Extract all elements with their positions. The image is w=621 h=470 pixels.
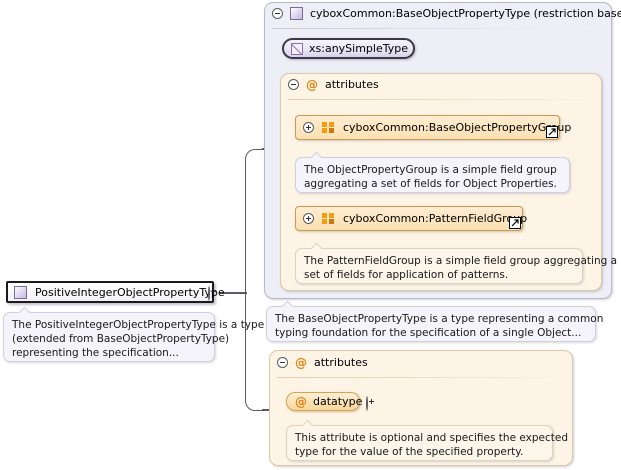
- doc-line: The ObjectPropertyGroup is a simple fiel…: [304, 164, 557, 176]
- connector-stub-bottom: [262, 409, 272, 411]
- attribute-group-label: cyboxCommon:BaseObjectPropertyGroup: [343, 121, 572, 134]
- at-icon: @: [295, 394, 307, 409]
- connector-bracket: [245, 149, 267, 411]
- jump-to-definition-icon[interactable]: [546, 126, 558, 138]
- expand-icon-datatype[interactable]: [366, 396, 368, 411]
- expand-icon-pattern-field-group[interactable]: [303, 213, 314, 224]
- root-element-documentation: The PositiveIntegerObjectPropertyType is…: [3, 312, 265, 362]
- base-type-header-separator: [272, 28, 602, 29]
- attribute-capsule-datatype[interactable]: @ datatype: [286, 392, 363, 411]
- doc-line: set of fields for application of pattern…: [304, 269, 509, 281]
- doc-line: aggregating a set of fields for Object P…: [304, 178, 557, 190]
- attribute-group-icon: [322, 213, 335, 224]
- local-attributes-separator: [277, 377, 565, 378]
- complex-type-icon: [14, 285, 27, 299]
- root-element-label: PositiveIntegerObjectPropertyType: [35, 285, 225, 299]
- collapse-icon-local-attributes[interactable]: [277, 357, 288, 368]
- bubble-tail: [310, 243, 323, 249]
- doc-line: representing the specification...: [12, 347, 179, 359]
- bubble-tail: [18, 307, 31, 313]
- attribute-group-box-base-object-property-group[interactable]: cyboxCommon:BaseObjectPropertyGroup: [295, 115, 571, 140]
- base-attributes-separator: [288, 99, 594, 100]
- connector-stub-root: [219, 292, 247, 294]
- bubble-tail: [301, 420, 314, 426]
- attribute-group-icon: [322, 122, 335, 133]
- base-attributes-header[interactable]: @ attributes: [288, 78, 379, 91]
- attribute-documentation-datatype: This attribute is optional and specifies…: [286, 425, 569, 461]
- bubble-tail: [310, 152, 323, 158]
- doc-line: This attribute is optional and specifies…: [295, 432, 569, 444]
- doc-line: The PositiveIntegerObjectPropertyType is…: [12, 319, 265, 331]
- simple-type-icon: [291, 42, 303, 55]
- doc-line: The BaseObjectPropertyType is a type rep…: [275, 313, 604, 325]
- attribute-group-box-pattern-field-group[interactable]: cyboxCommon:PatternFieldGroup: [295, 206, 527, 231]
- attribute-group-label: cyboxCommon:PatternFieldGroup: [343, 212, 528, 225]
- doc-line: type for the value of the specified prop…: [295, 446, 524, 458]
- base-type-label: cyboxCommon:BaseObjectPropertyType (rest…: [310, 7, 621, 20]
- base-type-header[interactable]: cyboxCommon:BaseObjectPropertyType (rest…: [272, 7, 621, 20]
- simple-type-capsule[interactable]: xs:anySimpleType: [282, 38, 415, 59]
- attribute-label: datatype: [313, 395, 363, 408]
- bubble-tail: [281, 301, 294, 307]
- collapse-icon-root-element[interactable]: [208, 286, 210, 301]
- jump-to-definition-icon[interactable]: [509, 217, 521, 229]
- base-attributes-label: attributes: [325, 78, 379, 91]
- doc-line: The PatternFieldGroup is a simple field …: [304, 255, 618, 267]
- doc-line: (extended from BaseObjectPropertyType): [12, 333, 230, 345]
- attribute-group-doc-base-object-property-group: The ObjectPropertyGroup is a simple fiel…: [295, 157, 570, 193]
- base-type-documentation: The BaseObjectPropertyType is a type rep…: [266, 306, 604, 342]
- collapse-icon-base-type[interactable]: [272, 8, 283, 19]
- simple-type-label: xs:anySimpleType: [309, 42, 408, 55]
- at-icon: @: [295, 355, 307, 370]
- local-attributes-label: attributes: [314, 356, 368, 369]
- attribute-group-doc-pattern-field-group: The PatternFieldGroup is a simple field …: [295, 248, 618, 284]
- doc-line: typing foundation for the specification …: [275, 327, 582, 339]
- local-attributes-header[interactable]: @ attributes: [277, 356, 368, 369]
- root-element-box[interactable]: PositiveIntegerObjectPropertyType: [6, 281, 225, 303]
- at-icon: @: [306, 77, 318, 92]
- collapse-icon-base-attributes[interactable]: [288, 79, 299, 90]
- complex-type-icon: [290, 7, 303, 20]
- expand-icon-base-object-property-group[interactable]: [303, 122, 314, 133]
